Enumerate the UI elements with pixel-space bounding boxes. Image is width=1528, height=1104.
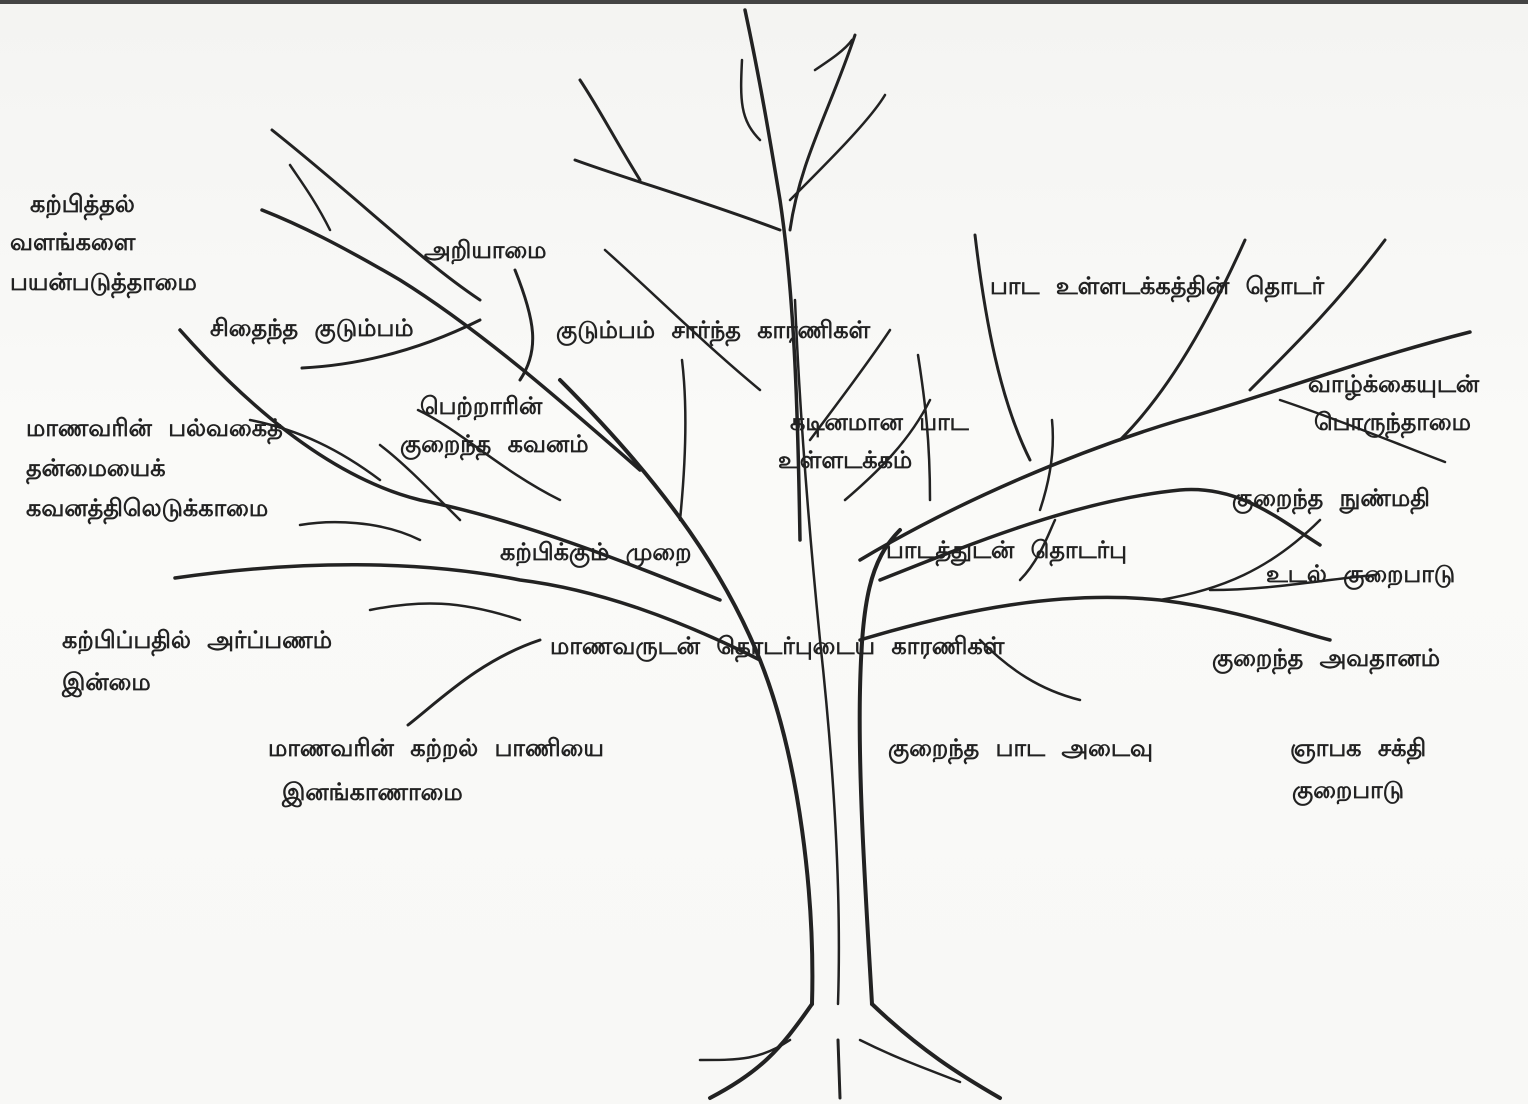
root-right-2: [858, 1038, 962, 1084]
cause-parents-line1: பெற்றாரின்: [420, 392, 543, 420]
twig-right-low-b: [1208, 573, 1377, 592]
twig-mid-left: [603, 248, 762, 392]
twig-top-left-2: [578, 78, 642, 182]
twig-left-parents-2: [378, 443, 462, 522]
cause-physical: உடல் குறைபாடு: [1266, 560, 1456, 588]
twig-down-center: [678, 358, 687, 522]
twig-left-mid-a: [248, 418, 382, 482]
twig-right-low-c: [978, 638, 1082, 702]
root-left-2: [698, 1038, 792, 1062]
cause-achievement: குறைந்த பாட அடைவு: [888, 734, 1153, 762]
category-student-factors: மாணவருடன் தொடர்புடைய காரணிகள்: [550, 632, 1005, 660]
twig-left-low-b: [406, 638, 542, 727]
root-right: [870, 1002, 1002, 1100]
cause-life-line1: வாழ்க்கையுடன்: [1308, 370, 1480, 398]
branch-right-low: [858, 595, 1332, 642]
twig-left-ignorance: [513, 268, 535, 382]
twig-right-low-d: [1018, 518, 1057, 582]
twig-right-high-b: [1248, 238, 1387, 392]
twig-top-left: [573, 158, 782, 232]
trunk-left-edge: [558, 378, 815, 1006]
cause-difficult-line1: கடினமான பாட: [790, 408, 969, 436]
twig-central-b: [813, 38, 854, 72]
twig-left-parents: [416, 408, 562, 502]
twig-right-mid-a: [1038, 418, 1055, 512]
twig-left-family: [300, 318, 482, 370]
cause-memory-line2: குறைபாடு: [1292, 776, 1405, 804]
cause-dedication-line1: கற்பிப்பதில் அர்ப்பணம்: [62, 626, 333, 654]
cause-diversity-line1: மாணவரின் பல்வகைத்: [26, 414, 283, 442]
cause-parents-line2: குறைந்த கவனம்: [400, 430, 589, 458]
cause-resources-line1: கற்பித்தல்: [30, 190, 135, 218]
twig-right-high-c: [1278, 398, 1447, 464]
root-middle: [836, 1038, 842, 1100]
twig-left-low-a: [298, 520, 422, 542]
cause-memory-line1: ஞாபக சக்தி: [1290, 734, 1427, 762]
twig-mid-right: [808, 328, 892, 442]
cause-resources-line3: பயன்படுத்தாமை: [10, 268, 197, 296]
branch-left-high: [260, 208, 642, 472]
cause-difficult-line2: உள்ளடக்கம்: [778, 446, 913, 474]
twig-left-low-c: [368, 602, 522, 622]
twig-right-high-a: [1118, 238, 1247, 442]
cause-style-line1: மாணவரின் கற்றல் பாணியை: [268, 734, 604, 762]
trunk-center-line: [793, 298, 841, 1006]
branch-central-3: [788, 93, 887, 202]
branch-left-low: [173, 562, 762, 662]
cause-ignorance: அறியாமை: [424, 236, 547, 264]
page-top-edge: [0, 0, 1528, 4]
twig-central-a: [739, 58, 762, 142]
cause-diversity-line3: கவனத்திலெடுக்காமை: [26, 494, 269, 522]
twig-left-high-up: [270, 128, 482, 302]
category-syllabus: பாட உள்ளடக்கத்தின் தொடர்: [990, 272, 1325, 300]
cause-relevance: பாடத்துடன் தொடர்பு: [886, 536, 1128, 564]
twig-right-low-a: [1158, 518, 1322, 602]
cause-diversity-line2: தன்மையைக்: [26, 454, 166, 482]
twig-left-high-2: [288, 163, 332, 232]
category-teaching-method: கற்பிக்கும் முறை: [500, 538, 692, 566]
branch-right-high: [858, 330, 1472, 562]
cause-intelligence: குறைந்த நுண்மதி: [1232, 484, 1430, 512]
cause-style-line2: இனங்காணாமை: [282, 778, 463, 806]
branch-central: [743, 8, 802, 542]
category-family-factors: குடும்பம் சார்ந்த காரணிகள்: [556, 316, 871, 344]
cause-life-line2: பொருந்தாமை: [1314, 408, 1471, 436]
cause-resources-line2: வளங்களை: [10, 228, 136, 256]
twig-mid-right-2: [843, 398, 932, 502]
cause-broken-family: சிதைந்த குடும்பம்: [210, 314, 414, 342]
twig-right-difficult: [916, 353, 932, 502]
cause-dedication-line2: இன்மை: [62, 668, 151, 696]
branch-central-2: [788, 33, 857, 232]
twig-right-syllabus: [973, 233, 1032, 462]
branch-left-mid: [178, 328, 722, 602]
cause-attention: குறைந்த அவதானம்: [1212, 644, 1441, 672]
root-left: [708, 1002, 814, 1100]
branch-right-mid: [878, 487, 1322, 582]
trunk-right-edge: [857, 528, 902, 1006]
